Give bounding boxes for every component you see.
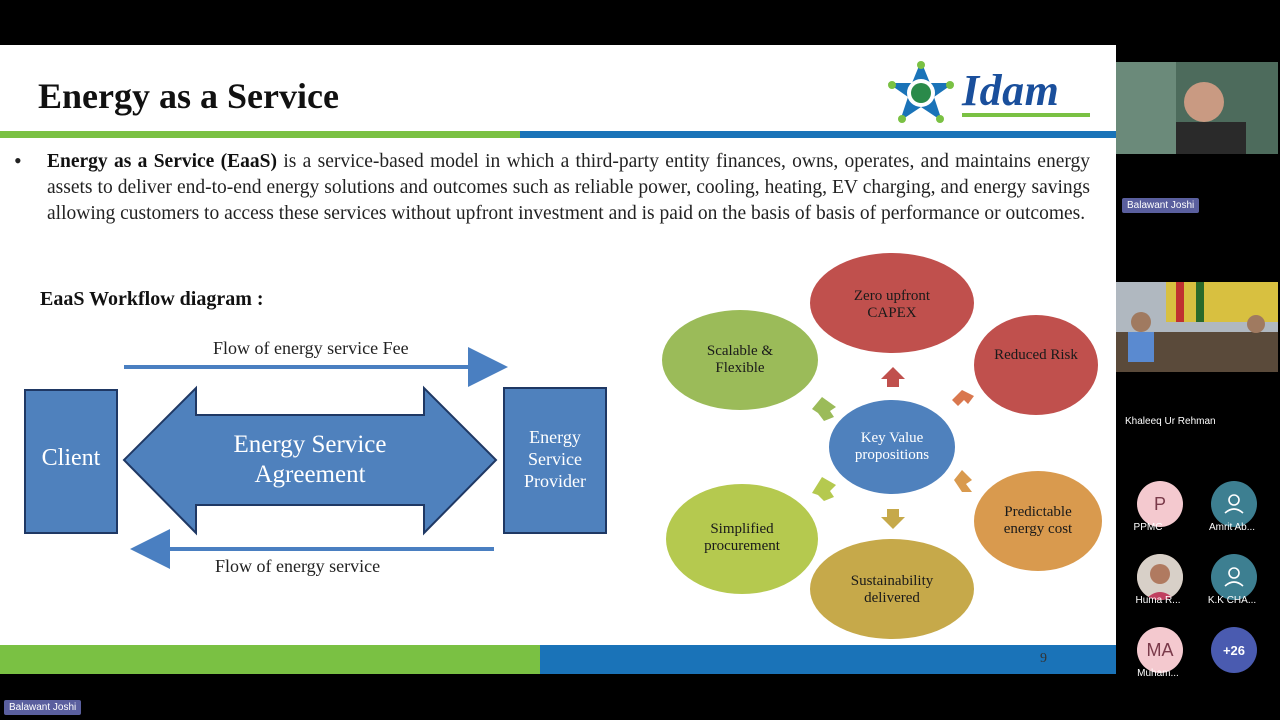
provider-box <box>503 387 607 534</box>
footer-band-green <box>0 645 580 674</box>
avatar: P <box>1137 481 1183 527</box>
room-video-icon <box>1116 282 1278 372</box>
value-prop-label: Zero upfront CAPEX <box>853 288 931 321</box>
avatar <box>1137 554 1183 600</box>
eaas-definition: is a service-based model in which a thir… <box>47 151 1091 224</box>
participant-name: PPMC <box>1133 522 1163 533</box>
arrow-to-sustainability <box>881 509 905 529</box>
value-prop-label: Simplified procurement <box>704 521 780 554</box>
title-divider-blue <box>520 131 1116 138</box>
participant-name: K.K CHA... <box>1207 595 1257 606</box>
fee-flow-label: Flow of energy service Fee <box>213 338 409 358</box>
more-count: +26 <box>1211 627 1257 673</box>
agreement-label: Energy Service Agreement <box>233 431 387 488</box>
center-value-label: Key Value propositions <box>854 430 930 463</box>
participant-ppmc[interactable]: P <box>1137 481 1183 527</box>
logo-underline <box>962 113 1090 117</box>
presenter-name-tag: Balawant Joshi <box>4 700 82 715</box>
user-icon <box>1224 567 1244 587</box>
presentation-slide: Energy as a Service Idam • Energy as a S… <box>0 45 1116 674</box>
idam-logo-text: Idam <box>962 66 1060 115</box>
oval-predictable-cost <box>974 471 1102 571</box>
room-video-tile[interactable] <box>1116 282 1278 372</box>
participant-amrit[interactable] <box>1211 481 1257 527</box>
value-prop-label: Sustainability delivered <box>850 573 934 606</box>
participant-muham[interactable]: MA <box>1137 627 1183 673</box>
oval-simplified-procurement <box>666 484 818 594</box>
provider-label: Energy Service Provider <box>524 427 586 491</box>
slide-page-number: 9 <box>1040 651 1047 666</box>
arrow-to-procurement <box>812 477 836 501</box>
participant-name: Amrit Ab... <box>1208 522 1256 533</box>
user-photo-icon <box>1137 554 1183 600</box>
slide-title: Energy as a Service <box>38 76 339 116</box>
footer-band-blue <box>540 645 1116 674</box>
client-box <box>24 389 118 534</box>
idam-logo-icon <box>888 61 954 123</box>
agreement-double-arrow <box>122 385 498 536</box>
room-name-label: Khaleeq Ur Rehman <box>1125 416 1216 427</box>
value-prop-label: Scalable & Flexible <box>706 343 774 376</box>
participant-name: Huma R... <box>1135 595 1181 606</box>
workflow-heading: EaaS Workflow diagram : <box>40 288 264 310</box>
arrow-to-risk <box>952 390 974 406</box>
avatar <box>1211 554 1257 600</box>
eaas-term: Energy as a Service (EaaS) <box>47 151 278 172</box>
arrow-to-capex <box>881 367 905 387</box>
oval-center-key-value <box>827 398 957 496</box>
service-flow-label: Flow of energy service <box>215 556 381 576</box>
value-prop-label: Reduced Risk <box>994 347 1078 363</box>
avatar <box>1211 481 1257 527</box>
eaas-definition-paragraph: Energy as a Service (EaaS) is a service-… <box>47 149 1090 227</box>
more-participants-button[interactable]: +26 <box>1211 627 1257 673</box>
oval-zero-capex <box>810 253 974 353</box>
avatar: MA <box>1137 627 1183 673</box>
bullet-marker: • <box>14 148 22 173</box>
oval-reduced-risk <box>974 315 1098 415</box>
speaker-video-icon <box>1116 62 1278 154</box>
speaker-name-tag: Balawant Joshi <box>1122 198 1200 213</box>
participant-huma[interactable] <box>1137 554 1183 600</box>
workflow-diagram <box>24 253 1102 639</box>
arrow-to-cost <box>954 470 972 492</box>
oval-sustainability <box>810 539 974 639</box>
arrow-to-scalable <box>812 397 836 421</box>
client-label: Client <box>41 445 101 471</box>
participant-name: Muham... <box>1137 668 1179 679</box>
participant-kk[interactable] <box>1211 554 1257 600</box>
title-divider-green <box>0 131 560 138</box>
user-icon <box>1224 494 1244 514</box>
speaker-video-tile[interactable] <box>1116 62 1278 154</box>
value-prop-label: Predictable energy cost <box>1003 504 1073 537</box>
oval-scalable-flexible <box>662 310 818 410</box>
